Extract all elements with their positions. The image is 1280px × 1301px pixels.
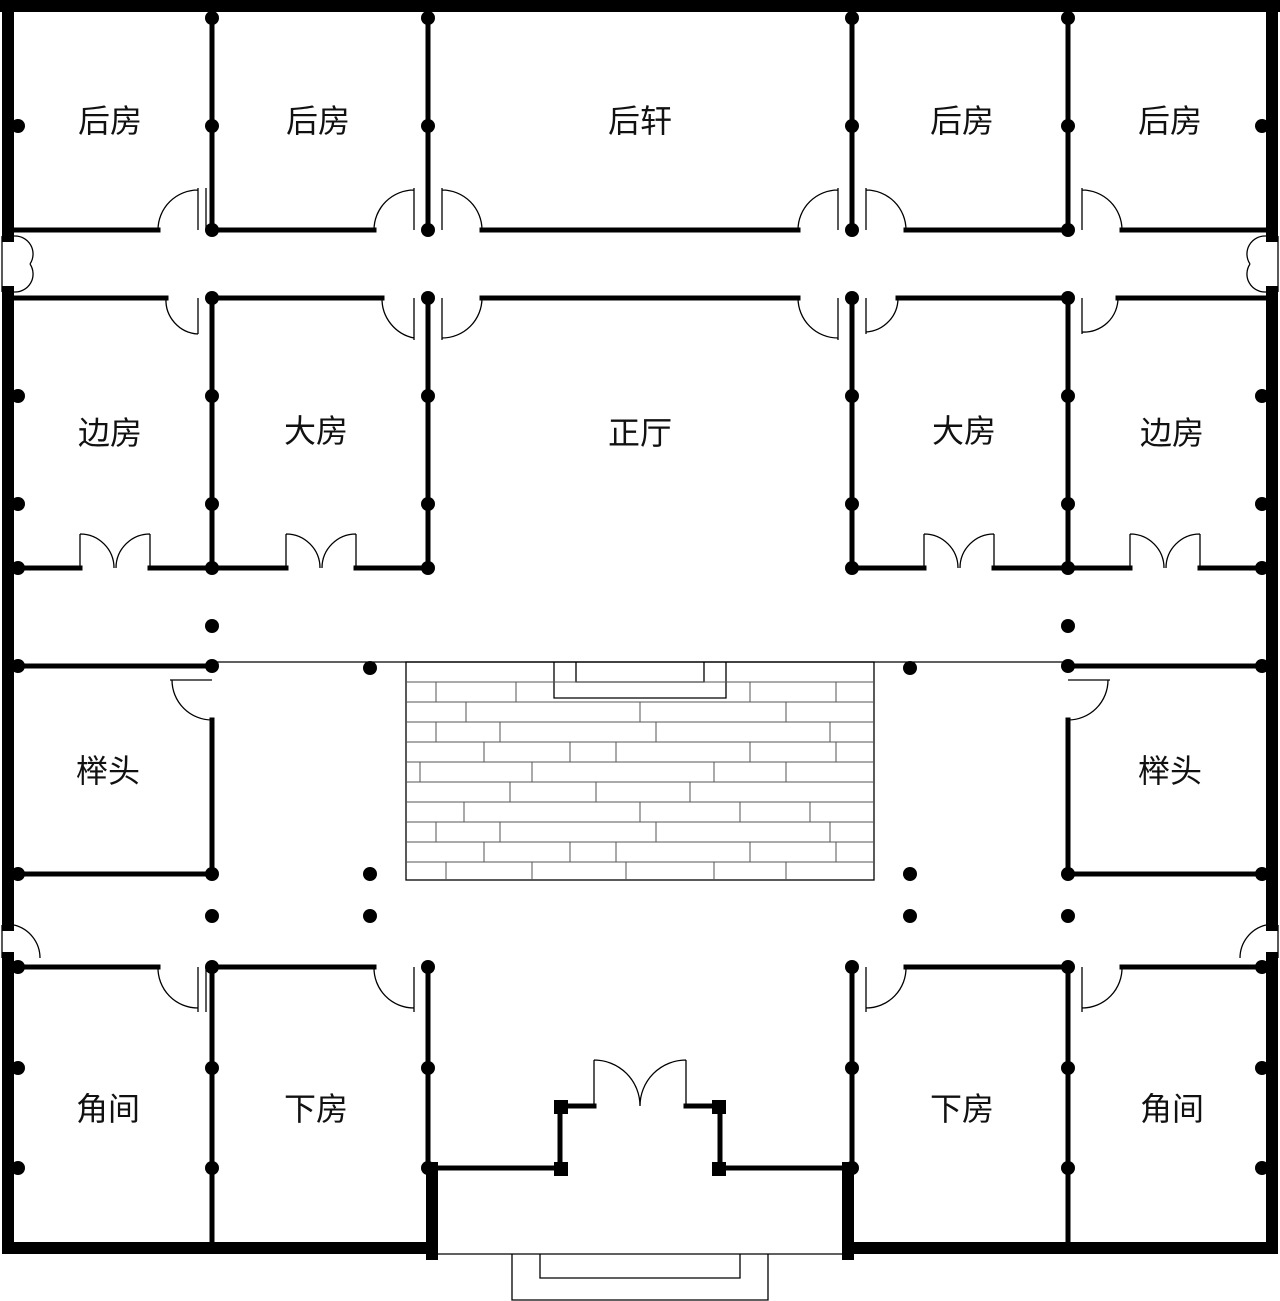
- room-label-back-pavilion: 后轩: [608, 102, 672, 140]
- column-post: [1255, 867, 1269, 881]
- column-post: [363, 661, 377, 675]
- column-post: [1255, 659, 1269, 673]
- column-post: [205, 1061, 219, 1075]
- column-post: [1061, 867, 1075, 881]
- column-post: [205, 389, 219, 403]
- column-post: [845, 1161, 859, 1175]
- column-post: [205, 659, 219, 673]
- column-post: [1255, 497, 1269, 511]
- column-post: [363, 909, 377, 923]
- column-post: [421, 960, 435, 974]
- doors: [1, 188, 1279, 1107]
- column-post: [845, 223, 859, 237]
- column-post: [421, 497, 435, 511]
- column-post: [1061, 960, 1075, 974]
- column-post: [1061, 11, 1075, 25]
- column-post: [845, 497, 859, 511]
- column-post: [1255, 960, 1269, 974]
- column-post: [1255, 389, 1269, 403]
- column-post: [11, 1161, 25, 1175]
- column-post: [1061, 659, 1075, 673]
- column-post: [205, 497, 219, 511]
- column-post: [421, 223, 435, 237]
- column-post: [205, 619, 219, 633]
- room-label-back-room-3: 后房: [930, 102, 994, 140]
- column-post: [1061, 291, 1075, 305]
- column-post: [205, 960, 219, 974]
- column-post: [205, 909, 219, 923]
- column-post: [845, 1061, 859, 1075]
- column-post: [11, 389, 25, 403]
- column-post: [205, 119, 219, 133]
- room-labels: 后房 后房 后轩 后房 后房 边房 大房 正厅 大房 边房 榉头 榉头 角间 下…: [76, 102, 1204, 1128]
- column-post: [845, 960, 859, 974]
- interior-walls: [11, 9, 1269, 1247]
- column-post: [421, 1061, 435, 1075]
- column-post: [1255, 1161, 1269, 1175]
- column-post: [1255, 119, 1269, 133]
- room-label-corner-room-left: 角间: [76, 1090, 140, 1128]
- room-label-back-room-4: 后房: [1138, 102, 1202, 140]
- column-post: [205, 223, 219, 237]
- column-post: [1061, 619, 1075, 633]
- courtyard: [212, 661, 1068, 881]
- column-post: [11, 1061, 25, 1075]
- column-post: [1061, 497, 1075, 511]
- column-post: [1061, 389, 1075, 403]
- room-label-back-room-1: 后房: [78, 102, 142, 140]
- outer-walls: [0, 0, 1280, 1260]
- column-post: [1255, 1061, 1269, 1075]
- column-post: [421, 1161, 435, 1175]
- room-label-side-room-right: 边房: [1140, 414, 1204, 452]
- column-post: [1061, 1161, 1075, 1175]
- entrance-pillars: [554, 1100, 726, 1176]
- room-label-back-room-2: 后房: [286, 102, 350, 140]
- column-post: [205, 1161, 219, 1175]
- column-post: [1061, 561, 1075, 575]
- column-post: [421, 11, 435, 25]
- column-post: [11, 867, 25, 881]
- column-post: [1061, 223, 1075, 237]
- column-post: [1061, 1061, 1075, 1075]
- room-label-great-room-right: 大房: [932, 412, 996, 450]
- column-post: [11, 119, 25, 133]
- front-steps: [438, 1253, 842, 1301]
- column-post: [11, 561, 25, 575]
- column-post: [903, 661, 917, 675]
- column-post: [11, 659, 25, 673]
- column-post: [421, 291, 435, 305]
- column-post: [11, 960, 25, 974]
- column-post: [1061, 119, 1075, 133]
- room-label-main-hall: 正厅: [608, 414, 672, 452]
- column-post: [903, 909, 917, 923]
- column-post: [421, 389, 435, 403]
- columns: [11, 11, 1269, 1175]
- column-post: [845, 389, 859, 403]
- room-label-lower-room-right: 下房: [930, 1090, 994, 1128]
- column-post: [205, 561, 219, 575]
- column-post: [845, 561, 859, 575]
- column-post: [205, 291, 219, 305]
- column-post: [363, 867, 377, 881]
- room-label-side-room-left: 边房: [78, 414, 142, 452]
- column-post: [903, 867, 917, 881]
- column-post: [11, 497, 25, 511]
- column-post: [421, 561, 435, 575]
- room-label-wing-right: 榉头: [1138, 752, 1202, 790]
- column-post: [845, 11, 859, 25]
- room-label-corner-room-right: 角间: [1140, 1090, 1204, 1128]
- column-post: [845, 119, 859, 133]
- column-post: [1061, 909, 1075, 923]
- column-post: [205, 11, 219, 25]
- room-label-wing-left: 榉头: [76, 752, 140, 790]
- room-label-great-room-left: 大房: [284, 412, 348, 450]
- column-post: [205, 867, 219, 881]
- column-post: [845, 291, 859, 305]
- column-post: [421, 119, 435, 133]
- column-post: [1255, 561, 1269, 575]
- room-label-lower-room-left: 下房: [284, 1090, 348, 1128]
